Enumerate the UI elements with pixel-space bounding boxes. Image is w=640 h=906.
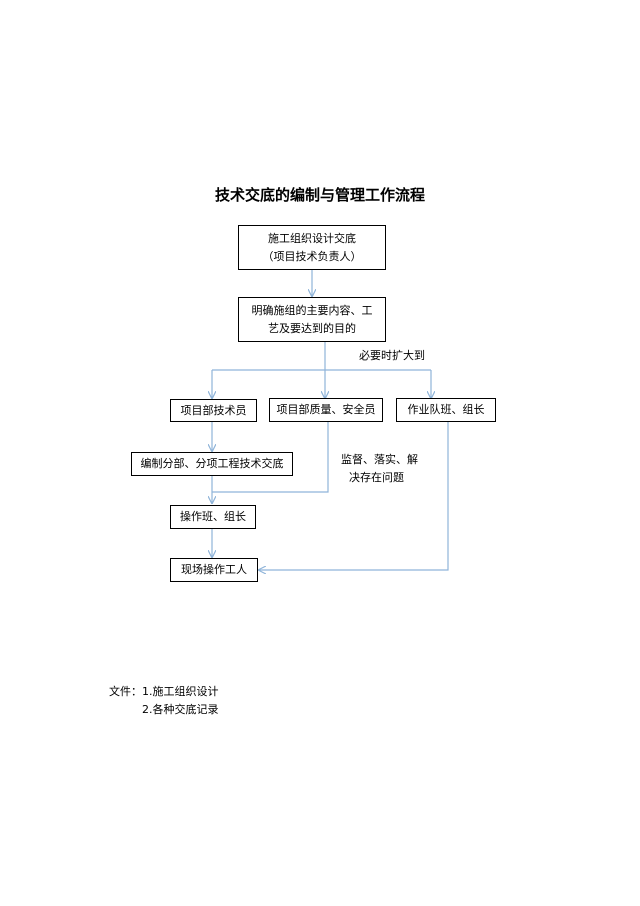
- node-design-line2: （项目技术负责人）: [262, 249, 362, 263]
- node-clarify-line2: 艺及要达到的目的: [268, 321, 356, 335]
- node-field-workers: 现场操作工人: [170, 558, 258, 582]
- note-expand: 必要时扩大到: [359, 349, 425, 362]
- files-row-2: 2.各种交底记录: [109, 701, 219, 719]
- node-tech-staff: 项目部技术员: [170, 399, 257, 422]
- file-item-1: 1.施工组织设计: [142, 685, 219, 698]
- files-label: 文件：: [109, 685, 142, 698]
- files-row-1: 文件：1.施工组织设计: [109, 683, 219, 701]
- note-supervise-line2: 决存在问题: [349, 471, 404, 484]
- node-clarify-content: 明确施组的主要内容、工 艺及要达到的目的: [238, 297, 386, 342]
- node-design-line1: 施工组织设计交底: [268, 231, 356, 245]
- files-section: 文件：1.施工组织设计 2.各种交底记录: [109, 683, 219, 719]
- arrow-quality-to-operator: [212, 422, 329, 493]
- node-quality-safety: 项目部质量、安全员: [269, 398, 383, 422]
- node-design-disclosure: 施工组织设计交底 （项目技术负责人）: [238, 225, 386, 270]
- arrow-team-to-workers: [259, 422, 449, 570]
- note-supervise-line1: 监督、落实、解: [341, 453, 418, 466]
- node-operator-leader: 操作班、组长: [170, 505, 256, 529]
- file-item-2: 2.各种交底记录: [142, 703, 219, 716]
- node-clarify-line1: 明确施组的主要内容、工: [251, 303, 373, 317]
- node-prepare-disclosure: 编制分部、分项工程技术交底: [131, 452, 293, 476]
- page-title: 技术交底的编制与管理工作流程: [214, 186, 425, 204]
- node-team-leader: 作业队班、组长: [396, 398, 496, 422]
- note-supervise: 监督、落实、解 决存在问题: [341, 451, 418, 487]
